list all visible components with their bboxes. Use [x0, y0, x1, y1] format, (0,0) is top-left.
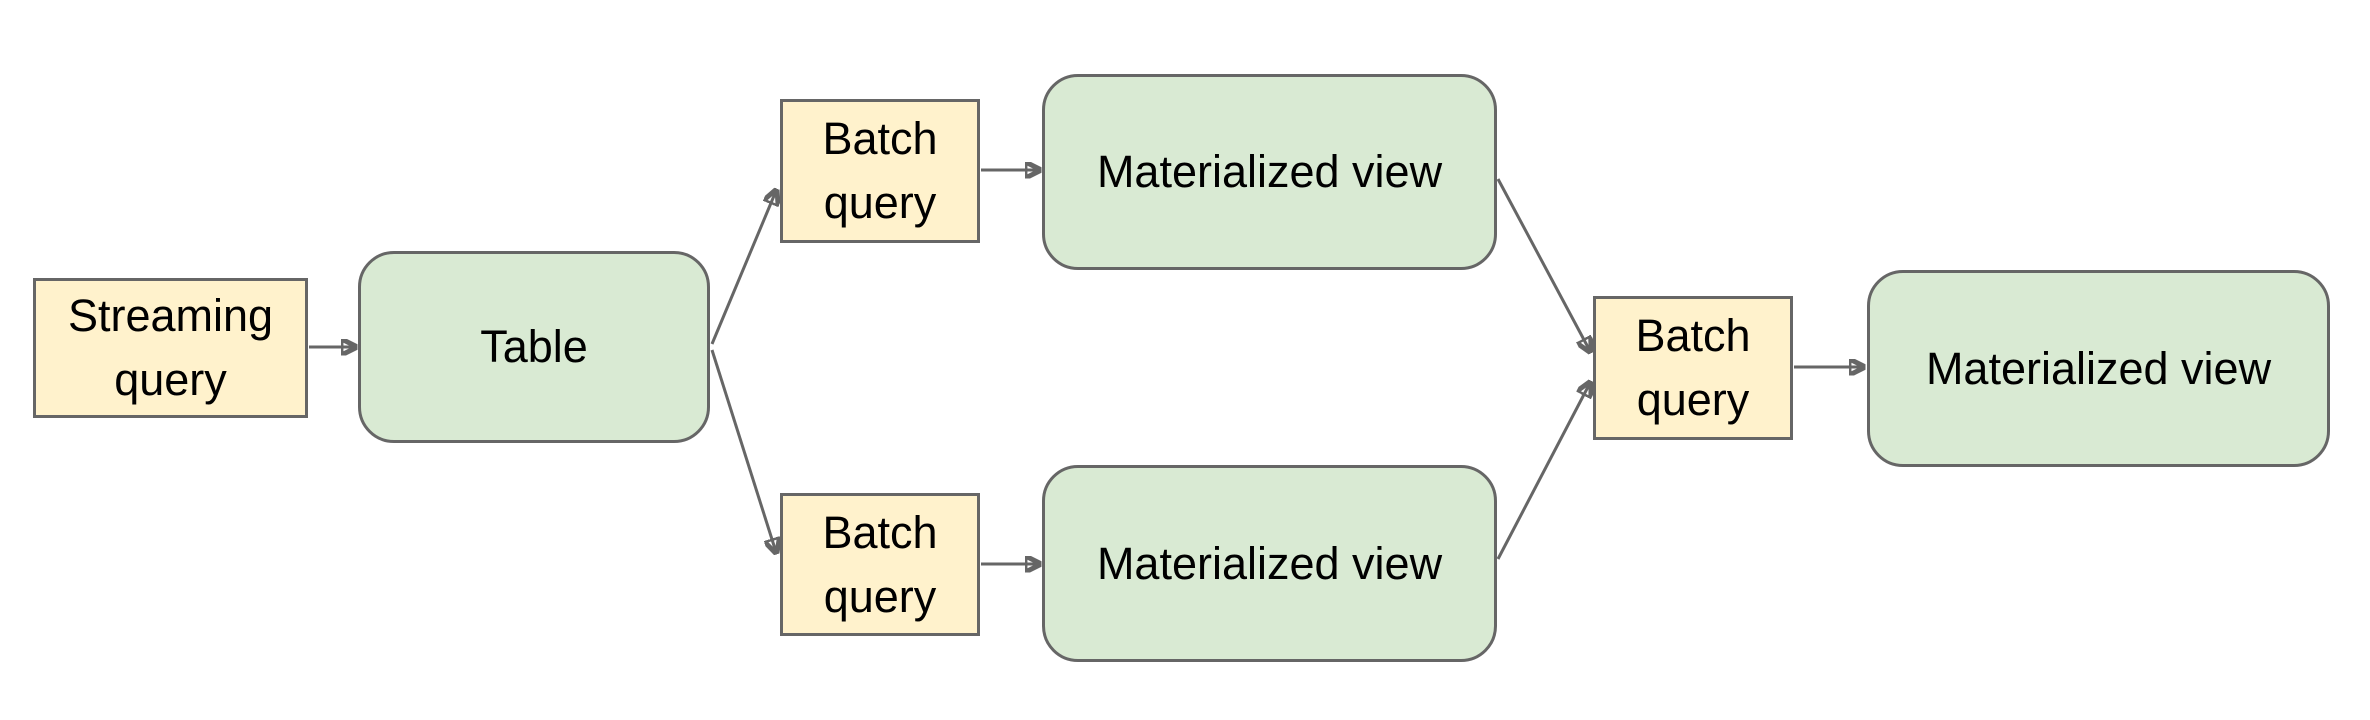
- node-batch-query-top: Batch query: [780, 99, 980, 243]
- node-batch-query-right-label: Batch query: [1635, 310, 1751, 425]
- node-materialized-view-bottom: Materialized view: [1042, 465, 1497, 662]
- node-batch-query-right: Batch query: [1593, 296, 1793, 440]
- node-materialized-view-bottom-label: Materialized view: [1096, 537, 1443, 589]
- node-materialized-view-right: Materialized view: [1867, 270, 2330, 467]
- node-materialized-view-top: Materialized view: [1042, 74, 1497, 270]
- node-batch-query-bottom: Batch query: [780, 493, 980, 636]
- node-materialized-view-right-label: Materialized view: [1925, 342, 2272, 394]
- edge-table-to-batch-query-top: [710, 191, 776, 345]
- node-streaming-query: Streaming query: [33, 278, 308, 418]
- node-batch-query-top-label: Batch query: [822, 113, 938, 228]
- node-streaming-query-label: Streaming query: [67, 290, 274, 405]
- node-materialized-view-top-label: Materialized view: [1096, 146, 1443, 198]
- node-batch-query-bottom-label: Batch query: [822, 506, 938, 622]
- node-table-label: Table: [480, 321, 588, 373]
- edge-materialized-view-top-to-batch-query-right: [1496, 178, 1590, 351]
- node-table: Table: [358, 251, 710, 443]
- edge-materialized-view-bottom-to-batch-query-right: [1496, 383, 1590, 560]
- edge-table-to-batch-query-bottom: [710, 349, 776, 552]
